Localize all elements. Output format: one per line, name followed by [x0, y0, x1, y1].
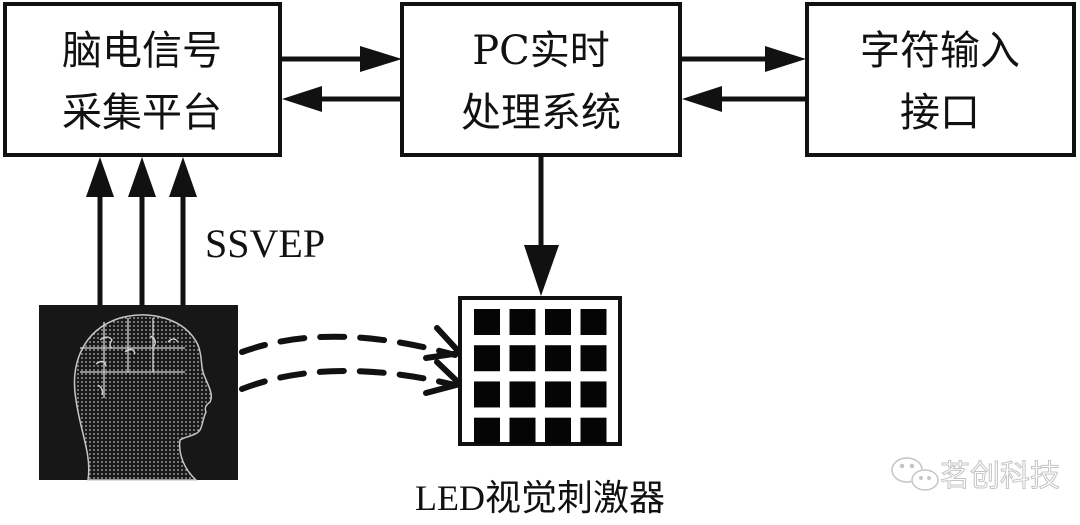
brain-puzzle	[80, 318, 185, 398]
ssvep-arrows	[86, 157, 197, 305]
led-cell	[509, 345, 536, 372]
ssvep-arrow-3	[169, 157, 197, 305]
block-pc-line2: 处理系统	[461, 90, 621, 136]
led-cell	[580, 345, 607, 372]
wechat-icon	[891, 457, 939, 491]
led-cell	[474, 309, 500, 335]
block-eeg-line1: 脑电信号	[62, 28, 222, 74]
dashed-arrow-2	[239, 359, 466, 396]
arrow-pc-to-led	[524, 157, 559, 296]
block-eeg-acquisition: 脑电信号 采集平台	[3, 2, 282, 157]
block-input-frame	[805, 2, 1076, 157]
led-cell	[509, 309, 536, 335]
head-image	[39, 305, 238, 481]
block-pc-line1: PC实时	[472, 28, 610, 74]
led-stimulator	[458, 296, 622, 446]
led-cell	[545, 417, 571, 444]
led-cell	[580, 417, 607, 444]
led-cell	[474, 417, 500, 444]
led-cell	[509, 381, 536, 408]
arrow-pc-to-eeg	[282, 86, 400, 112]
dashed-arrow-1	[239, 325, 467, 361]
ssvep-arrow-1	[86, 157, 114, 305]
block-eeg-line2: 采集平台	[62, 90, 222, 136]
block-input-line2: 接口	[900, 90, 980, 136]
led-cell	[474, 345, 500, 372]
arrow-pc-to-input	[682, 46, 806, 72]
arrow-input-to-pc	[682, 86, 805, 112]
block-input-line1: 字符输入	[860, 28, 1020, 74]
block-eeg-frame	[3, 2, 282, 157]
watermark-text: 茗创科技	[940, 459, 1060, 494]
ssvep-label: SSVEP	[205, 221, 325, 266]
led-cell	[509, 417, 536, 444]
watermark: 茗创科技	[891, 457, 1061, 495]
ssvep-arrow-2	[128, 157, 156, 305]
head-silhouette	[73, 314, 213, 481]
block-pc-frame	[400, 2, 682, 157]
block-character-input: 字符输入 接口	[805, 2, 1076, 157]
visual-stimulus-arrows	[239, 325, 467, 396]
block-pc-processing: PC实时 处理系统	[400, 2, 682, 157]
led-cell	[474, 381, 500, 408]
led-cell	[545, 309, 571, 335]
led-cell	[580, 309, 607, 335]
led-cell	[545, 381, 571, 408]
arrow-eeg-to-pc	[282, 46, 402, 72]
led-cell	[545, 345, 571, 372]
led-grid	[474, 309, 607, 444]
led-stimulator-label: LED视觉刺激器	[415, 478, 665, 518]
led-cell	[580, 381, 607, 408]
